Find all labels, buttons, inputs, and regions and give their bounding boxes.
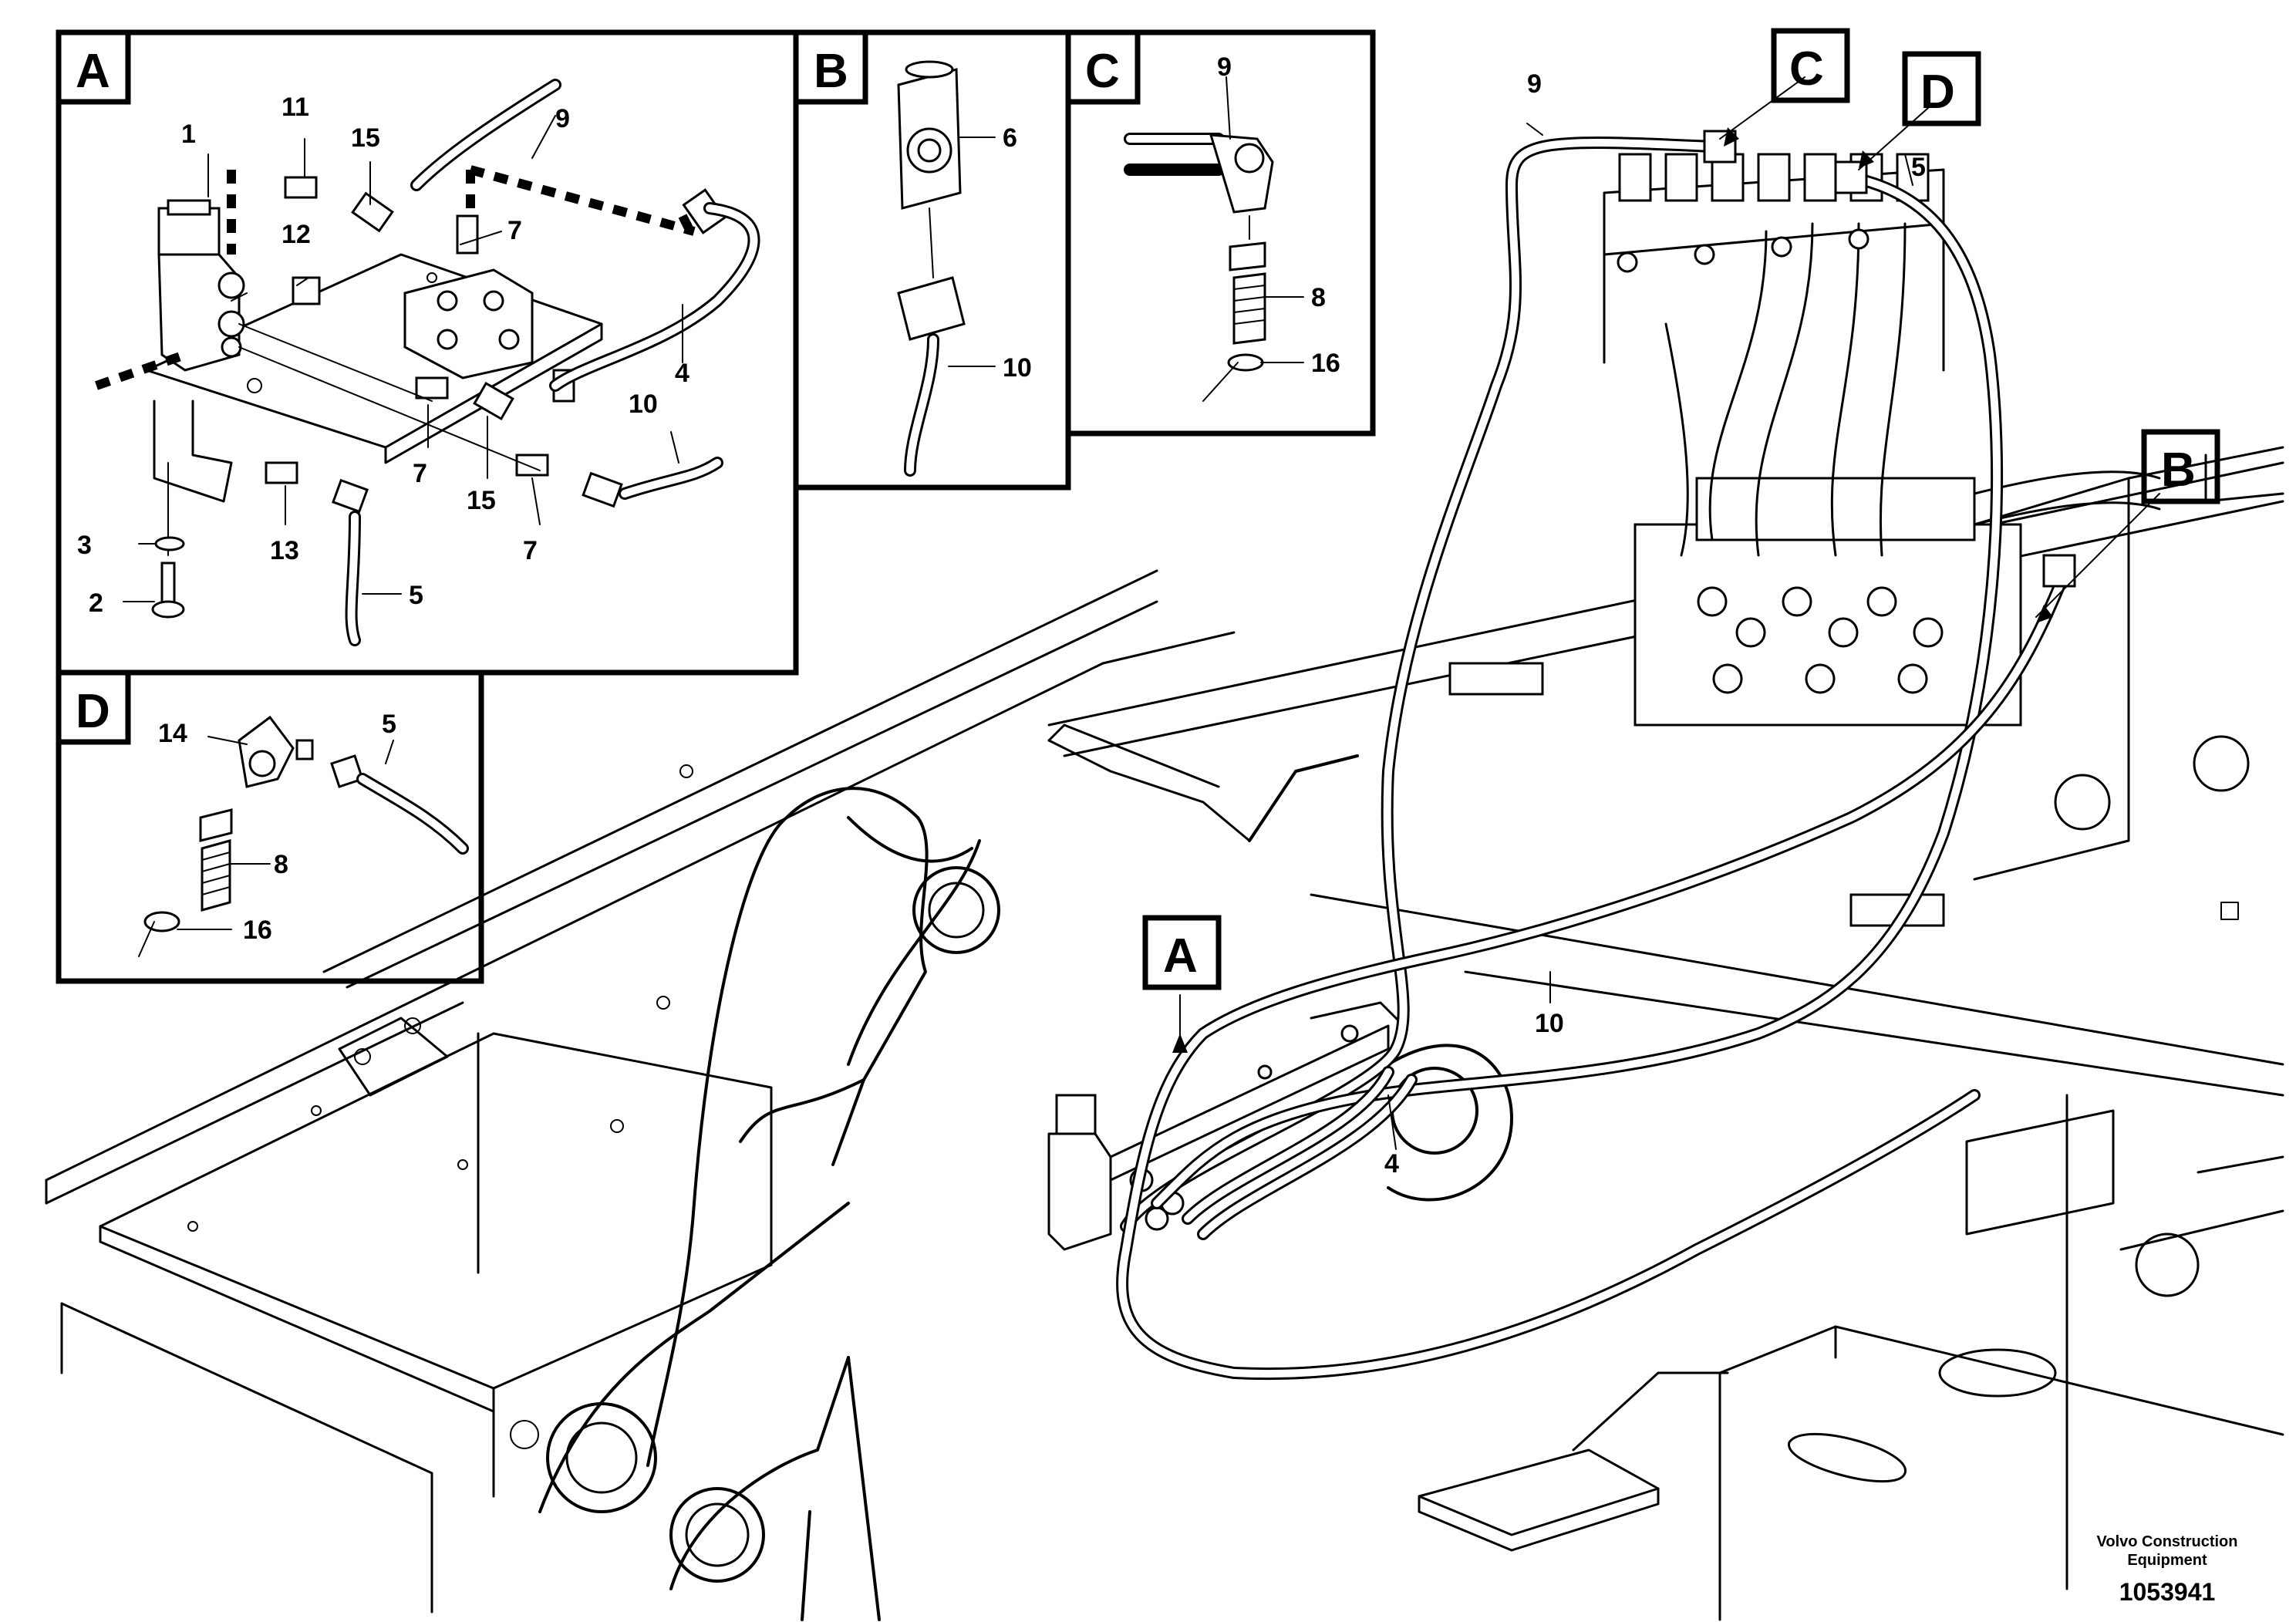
inset-a-tag: A bbox=[76, 45, 110, 98]
main-assembly-drawing bbox=[45, 76, 2284, 1621]
main-tag-b: B bbox=[2161, 443, 2196, 497]
control-valve-block bbox=[1448, 153, 2161, 927]
callout: 7 bbox=[413, 459, 427, 488]
callout: 7 bbox=[507, 216, 522, 245]
callout: 10 bbox=[1003, 353, 1032, 383]
callout: 4 bbox=[1384, 1149, 1399, 1179]
main-tag-d: D bbox=[1920, 66, 1955, 119]
inset-c-tag: C bbox=[1085, 45, 1120, 98]
inset-b bbox=[793, 29, 1071, 491]
callout: 5 bbox=[1911, 153, 1926, 182]
main-solenoid-valve bbox=[1047, 1001, 1405, 1251]
main-hoses bbox=[1116, 130, 2076, 1381]
main-tag-c-box bbox=[1771, 28, 1850, 103]
callout: 9 bbox=[1217, 52, 1232, 82]
labels: A B C D 1 11 15 9 12 7 4 10 7 15 7 3 13 … bbox=[76, 42, 2237, 1606]
inset-d bbox=[56, 669, 484, 984]
callout: 4 bbox=[675, 359, 689, 388]
callout: 16 bbox=[1311, 349, 1340, 378]
inset-a bbox=[56, 29, 799, 676]
callout: 14 bbox=[158, 719, 187, 748]
callout: 10 bbox=[629, 389, 658, 419]
callout: 3 bbox=[77, 531, 92, 560]
callout: 16 bbox=[243, 916, 272, 945]
callout: 6 bbox=[1003, 123, 1017, 153]
inset-d-tag: D bbox=[76, 685, 110, 738]
callout: 7 bbox=[523, 536, 538, 565]
callout: 15 bbox=[467, 486, 496, 515]
main-tag-b-box bbox=[2141, 429, 2220, 504]
main-tag-a: A bbox=[1163, 929, 1198, 983]
callout: 8 bbox=[1311, 283, 1326, 312]
publisher-line-1: Volvo Construction bbox=[2097, 1533, 2238, 1550]
callout: 13 bbox=[270, 536, 299, 565]
callout: 2 bbox=[89, 588, 103, 618]
callout: 8 bbox=[274, 850, 288, 879]
callout: 10 bbox=[1535, 1009, 1564, 1038]
callout: 11 bbox=[282, 93, 309, 122]
callout: 15 bbox=[351, 123, 380, 153]
callout: 1 bbox=[181, 120, 196, 149]
publisher-line-2: Equipment bbox=[2127, 1552, 2207, 1569]
callout: 9 bbox=[1527, 69, 1542, 99]
callout: 5 bbox=[409, 581, 423, 610]
callout: 12 bbox=[282, 220, 311, 249]
callout: 9 bbox=[555, 104, 570, 133]
inset-b-tag: B bbox=[814, 45, 848, 98]
inset-c bbox=[1065, 29, 1376, 437]
main-tag-d-box bbox=[1902, 51, 1981, 126]
callout: 5 bbox=[382, 710, 396, 739]
main-tag-c: C bbox=[1789, 42, 1824, 96]
illustration-number: 1053941 bbox=[2119, 1578, 2216, 1606]
main-tag-a-box bbox=[1142, 915, 1222, 990]
